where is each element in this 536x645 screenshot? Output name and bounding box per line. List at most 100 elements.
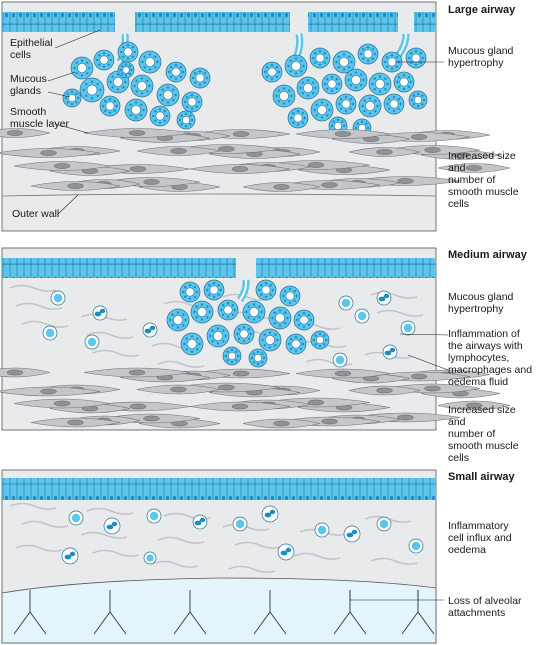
- connective-fibre: [222, 523, 270, 531]
- alveolar-space: [1, 577, 437, 644]
- smooth-muscle-cell: [83, 128, 191, 138]
- alveolar-attachment: [253, 590, 287, 635]
- gland-acinus: [138, 50, 162, 74]
- gland-acinus: [117, 41, 139, 63]
- connective-fibre: [234, 541, 282, 549]
- inflammatory-cells: [61, 505, 424, 565]
- gland-acinus: [285, 333, 307, 355]
- lymphocyte-cell: [143, 551, 157, 565]
- gland-acinus: [156, 83, 180, 107]
- gland-acinus: [165, 61, 187, 83]
- gland-acinus: [357, 43, 379, 65]
- mucous-glands: [166, 279, 330, 368]
- connective-fibre: [86, 507, 134, 515]
- connective-fibre: [157, 360, 205, 368]
- lymphocyte-cell: [376, 516, 392, 532]
- gland-acinus: [309, 47, 331, 69]
- smooth-muscle-cell: [30, 417, 121, 428]
- label-inflammation-medium: Inflammation of the airways with lymphoc…: [448, 328, 533, 388]
- smooth-muscle-cell: [295, 368, 391, 379]
- lymphocyte-cell: [68, 510, 84, 526]
- label-epithelial-cells: Epithelial cells: [10, 37, 53, 61]
- gland-acinus: [248, 348, 268, 368]
- smooth-muscle-cell: [242, 418, 321, 429]
- alveolar-attachment: [93, 590, 127, 635]
- mucous-glands-left: [62, 33, 211, 130]
- connective-fibre: [305, 358, 353, 366]
- gland-acinus: [124, 98, 148, 122]
- connective-fibre: [151, 560, 199, 568]
- connective-fibre: [86, 331, 134, 339]
- lymphocyte-cell: [314, 522, 330, 538]
- gland-acinus: [383, 93, 405, 115]
- gland-acinus: [130, 74, 154, 98]
- smooth-muscle-cell: [348, 147, 421, 157]
- gland-acinus: [242, 300, 266, 324]
- gland-acinus: [296, 76, 320, 100]
- connective-fibre: [293, 552, 341, 560]
- smooth-muscle-cell: [189, 164, 291, 174]
- smooth-muscle-cell: [348, 385, 421, 396]
- macrophage-cell: [142, 322, 158, 338]
- smooth-muscle-cell: [83, 367, 191, 378]
- gland-acinus: [258, 328, 282, 352]
- gland-acinus: [149, 105, 171, 127]
- gland-acinus: [272, 84, 296, 108]
- smooth-muscle-cell: [295, 129, 391, 139]
- gland-acinus: [368, 72, 392, 96]
- gland-acinus: [261, 61, 283, 83]
- gland-acinus: [332, 50, 356, 74]
- lymphocyte-cell: [50, 290, 66, 306]
- label-mucous-glands: Mucous glands: [10, 73, 47, 97]
- gland-acinus: [203, 279, 225, 301]
- gland-acinus: [62, 88, 82, 108]
- gland-acinus: [293, 309, 315, 331]
- lymphocyte-cell: [338, 295, 354, 311]
- gland-acinus: [79, 77, 105, 103]
- gland-acinus: [335, 93, 357, 115]
- connective-fibre: [21, 520, 69, 528]
- gland-acinus: [189, 67, 211, 89]
- smooth-muscle-cell: [136, 146, 221, 156]
- macrophage-cell: [277, 543, 295, 561]
- gland-acinus: [279, 285, 301, 307]
- panel-title-medium: Medium airway: [448, 249, 527, 261]
- gland-acinus: [344, 68, 368, 92]
- panel-small-airway: [1, 469, 437, 644]
- macrophage-cell: [261, 505, 279, 523]
- macrophage-cell: [376, 290, 392, 306]
- gland-acinus: [93, 49, 115, 71]
- connective-fibre: [157, 536, 205, 544]
- lymphocyte-cell: [232, 516, 248, 532]
- connective-fibre: [9, 284, 57, 292]
- smooth-muscle-layer: [0, 367, 511, 429]
- connective-fibre: [21, 320, 69, 328]
- connective-fibre: [228, 565, 276, 573]
- gland-acinus: [358, 94, 382, 118]
- gland-acinus: [166, 308, 190, 332]
- smooth-muscle-cell: [0, 128, 51, 138]
- gland-acinus: [179, 281, 201, 303]
- smooth-muscle-cell: [189, 401, 291, 412]
- gland-acinus: [310, 330, 330, 350]
- gland-acinus: [70, 56, 94, 80]
- smooth-muscle-cell: [30, 181, 121, 191]
- epithelium-band: [2, 258, 436, 278]
- connective-fibre: [376, 309, 424, 317]
- macrophage-cell: [92, 305, 108, 321]
- label-alveolar-attachments: Loss of alveolar attachments: [448, 595, 522, 619]
- gland-acinus: [222, 346, 242, 366]
- panel-title-small: Small airway: [448, 471, 515, 483]
- smooth-muscle-cell: [242, 182, 321, 192]
- label-smooth-muscle: Smooth muscle layer: [10, 106, 69, 130]
- panel-title-large: Large airway: [448, 4, 516, 16]
- connective-fibre: [370, 557, 418, 565]
- macrophage-cell: [343, 525, 361, 543]
- smooth-muscle-cell: [0, 148, 101, 158]
- gland-acinus: [255, 279, 277, 301]
- epithelium-band: [2, 12, 436, 32]
- panel-medium-airway: [0, 247, 511, 431]
- macrophage-cell: [61, 547, 79, 565]
- gland-acinus: [408, 90, 428, 110]
- gland-acinus: [310, 98, 334, 122]
